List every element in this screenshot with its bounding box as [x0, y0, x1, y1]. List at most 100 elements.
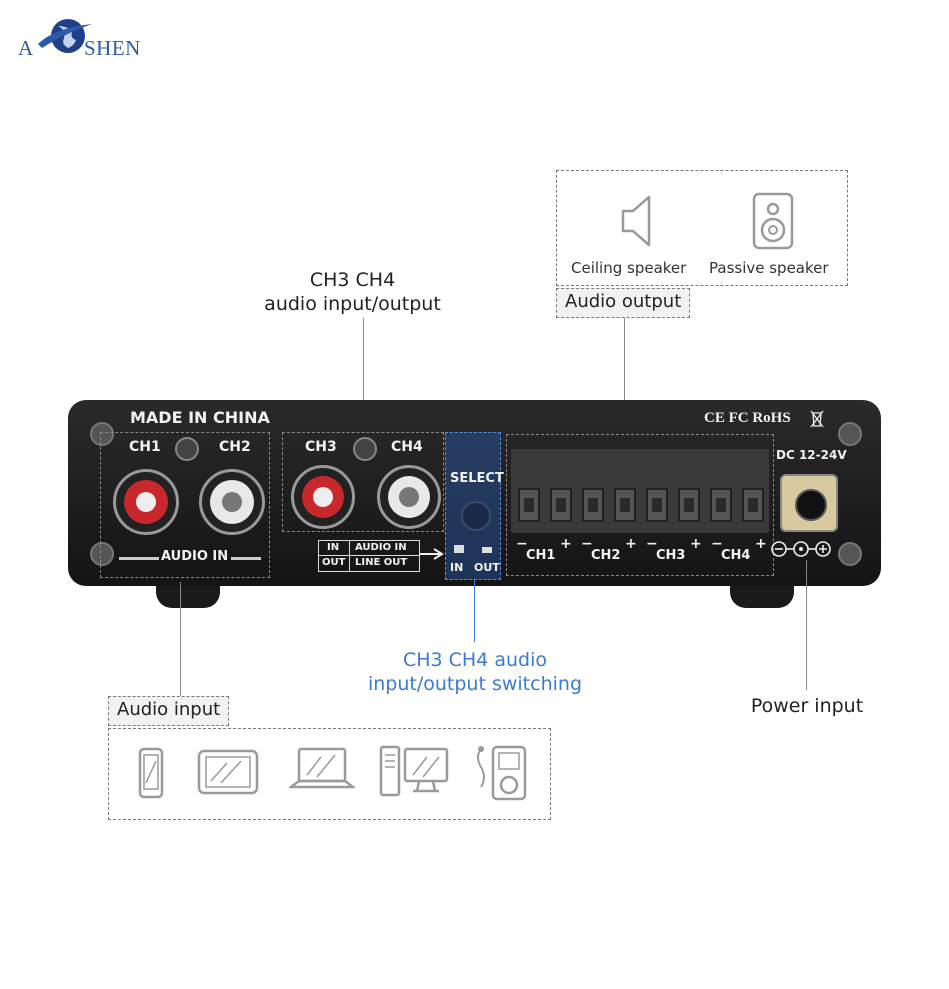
ch34-io-group: CH3 CH4: [282, 432, 444, 532]
terminal-plus: +: [755, 536, 767, 552]
ch2-label: CH2: [219, 439, 251, 455]
ceiling-speaker-label: Ceiling speaker: [571, 259, 687, 277]
rca-core: [222, 492, 242, 512]
terminal-screw-slot[interactable]: [518, 488, 540, 522]
rca-core: [399, 487, 419, 507]
power-leader-line: [806, 560, 807, 690]
power-input-label: Power input: [750, 695, 864, 717]
audio-output-tag: Audio output: [556, 288, 691, 318]
terminal-screw-core: [524, 498, 534, 512]
terminal-channel-label: CH4: [721, 548, 751, 563]
in-label: IN: [450, 561, 464, 574]
terminal-screw-slot[interactable]: [710, 488, 732, 522]
terminal-channel-label: CH3: [656, 548, 686, 563]
terminal-channel-1: − + CH1: [512, 536, 574, 570]
rca-input-ch1-red[interactable]: [113, 469, 179, 535]
arrow-right-icon: [420, 548, 444, 560]
terminal-labels: −+CH1−+CH2−+CH3−+CH4: [512, 536, 772, 570]
made-in-china-text: MADE IN CHINA: [130, 408, 270, 427]
out-indicator: [482, 547, 492, 553]
ch34-io-leader-line: [363, 318, 364, 430]
tablet-icon: [197, 749, 259, 795]
switching-leader-line: [474, 580, 475, 642]
phone-icon: [138, 747, 164, 799]
audio-output-leader-line: [624, 318, 625, 433]
rca-io-ch3-red[interactable]: [291, 465, 355, 529]
screw-bottom-left: [90, 542, 114, 566]
terminal-screw-core: [620, 498, 630, 512]
terminal-slots: [514, 484, 770, 528]
terminal-screw-slot[interactable]: [678, 488, 700, 522]
rca-core: [136, 492, 156, 512]
ground-screw-audio-in: [175, 437, 199, 461]
amplifier-device: MADE IN CHINA CE FC RoHS CH1 CH2 AUDIO I…: [68, 400, 881, 608]
dc-voltage-label: DC 12-24V: [776, 448, 847, 462]
passive-speaker-label: Passive speaker: [709, 259, 829, 277]
rca-ring: [388, 476, 430, 518]
terminal-screw-slot[interactable]: [742, 488, 764, 522]
laptop-icon: [289, 747, 355, 789]
terminal-screw-core: [684, 498, 694, 512]
terminal-screw-slot[interactable]: [614, 488, 636, 522]
rca-ring: [210, 480, 254, 524]
terminal-screw-slot[interactable]: [550, 488, 572, 522]
audio-in-line-right: [231, 557, 261, 560]
screw-top-left: [90, 422, 114, 446]
mode-table-divider-v: [349, 541, 350, 571]
terminal-screw-core: [748, 498, 758, 512]
out-label: OUT: [474, 561, 500, 574]
audio-output-icons-box: Ceiling speaker Passive speaker: [556, 170, 848, 286]
terminal-channel-label: CH1: [526, 548, 556, 563]
terminal-channel-3: − + CH3: [642, 536, 704, 570]
terminal-minus: −: [516, 536, 528, 552]
mode-table-divider-h: [319, 555, 419, 556]
ch1-label: CH1: [129, 439, 161, 455]
terminal-plus: +: [690, 536, 702, 552]
dc-polarity-icon: [771, 541, 831, 557]
terminal-plus: +: [625, 536, 637, 552]
select-label: SELECT: [450, 471, 504, 486]
audio-in-line-left: [119, 557, 159, 560]
ch34-io-label: CH3 CH4 audio input/output: [264, 269, 441, 315]
terminal-minus: −: [646, 536, 658, 552]
rca-core: [313, 487, 333, 507]
brand-letter-a: A: [18, 36, 34, 60]
terminal-screw-slot[interactable]: [646, 488, 668, 522]
terminal-screw-core: [588, 498, 598, 512]
brand-logo: A SHEN: [14, 14, 154, 60]
audio-in-label: AUDIO IN: [161, 549, 229, 564]
in-indicator: [454, 545, 464, 553]
mode-out-text: OUT: [322, 557, 346, 568]
rca-io-ch4-white[interactable]: [377, 465, 441, 529]
mode-table: IN AUDIO IN OUT LINE OUT: [318, 540, 420, 572]
rca-ring: [124, 480, 168, 524]
terminal-channel-4: − + CH4: [707, 536, 769, 570]
audio-input-leader-line: [180, 582, 181, 696]
screw-top-right: [838, 422, 862, 446]
rca-ring: [302, 476, 344, 518]
terminal-channel-label: CH2: [591, 548, 621, 563]
passive-speaker-icon: [752, 192, 794, 250]
audio-in-group: CH1 CH2 AUDIO IN: [100, 432, 270, 578]
select-switch-area: SELECT IN OUT: [445, 432, 504, 580]
terminal-screw-slot[interactable]: [582, 488, 604, 522]
mode-line-out-text: LINE OUT: [355, 557, 408, 568]
ground-screw-ch34: [353, 437, 377, 461]
speaker-icon: [621, 195, 651, 247]
desktop-icon: [379, 745, 449, 797]
select-button[interactable]: [461, 501, 491, 531]
dc-power-jack[interactable]: [780, 474, 838, 532]
mp3-player-icon: [477, 745, 527, 801]
terminal-plus: +: [560, 536, 572, 552]
terminal-minus: −: [711, 536, 723, 552]
terminal-minus: −: [581, 536, 593, 552]
screw-bottom-right: [838, 542, 862, 566]
audio-input-icons-box: [108, 728, 551, 820]
ch3-label: CH3: [305, 439, 337, 455]
device-back-panel: MADE IN CHINA CE FC RoHS CH1 CH2 AUDIO I…: [68, 400, 881, 586]
ch4-label: CH4: [391, 439, 423, 455]
terminal-channel-2: − + CH2: [577, 536, 639, 570]
terminal-screw-core: [556, 498, 566, 512]
weee-bin-icon: [810, 410, 824, 428]
rca-input-ch2-white[interactable]: [199, 469, 265, 535]
